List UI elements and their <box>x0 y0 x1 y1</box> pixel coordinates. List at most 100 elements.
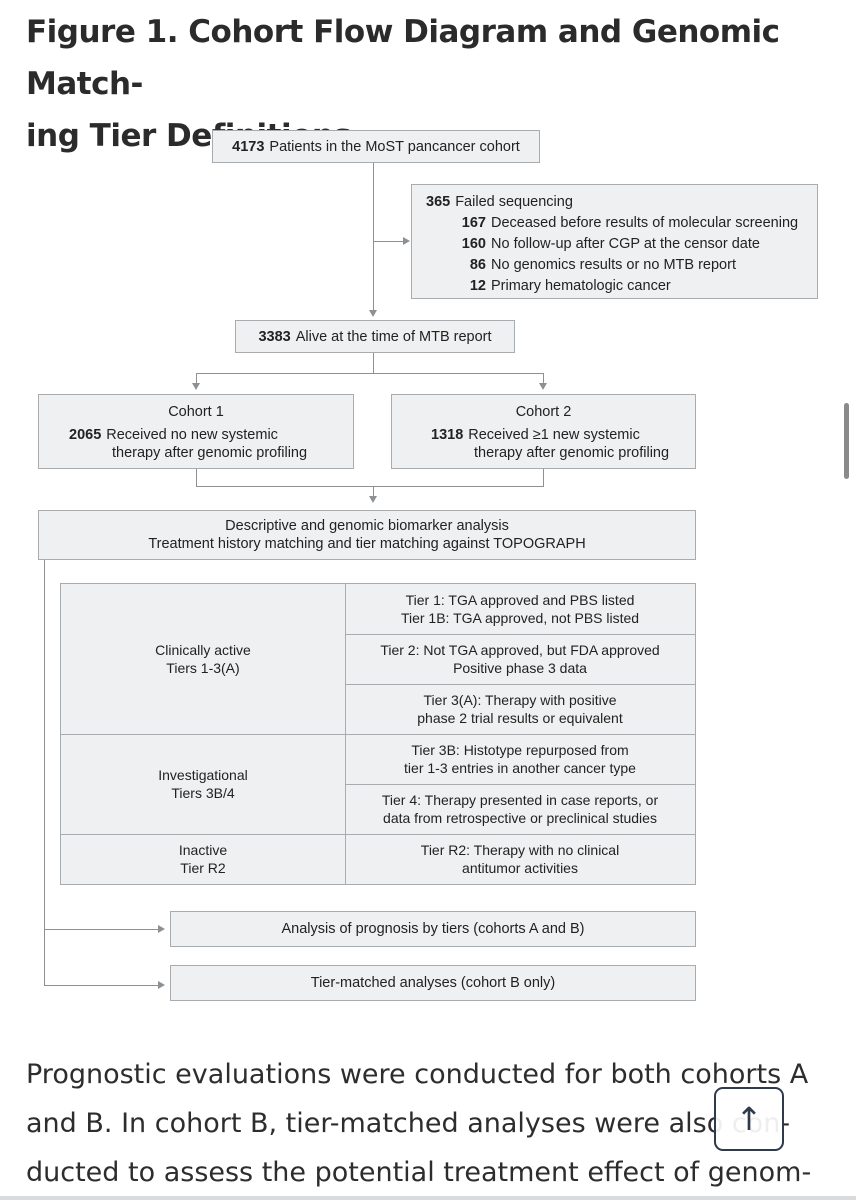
tier-definition-line: antitumor activities <box>462 860 578 876</box>
tier-definition: Tier 3(A): Therapy with positive phase 2… <box>345 684 695 734</box>
cohort1-line2: therapy after genomic profiling <box>112 445 308 461</box>
tier-group-divider <box>61 834 695 835</box>
connector-right-down <box>543 373 544 384</box>
tier-definition-line: Tier R2: Therapy with no clinical <box>420 842 620 858</box>
exclusion-item-count: 160 <box>461 236 486 252</box>
tier-definition-line: phase 2 trial results or equivalent <box>417 710 623 726</box>
exclusion-item: 160 No follow-up after CGP at the censor … <box>426 235 760 253</box>
connector-to-exclusion <box>373 241 403 242</box>
exclusion-item-label: Primary hematologic cancer <box>491 278 671 294</box>
cohort1-label: Received no new systemic <box>106 427 278 443</box>
cohort1-title: Cohort 1 <box>168 404 224 420</box>
connector-split <box>196 373 544 374</box>
scroll-to-top-button[interactable]: ↑ <box>714 1087 784 1151</box>
tier-definition: Tier 1: TGA approved and PBS listed Tier… <box>345 584 695 634</box>
alive-label: Alive at the time of MTB report <box>295 328 492 345</box>
cohort2-title: Cohort 2 <box>515 404 572 420</box>
exclusion-item: 86 No genomics results or no MTB report <box>426 256 736 274</box>
tier-row-divider <box>345 684 695 685</box>
arrow-to-exclusion <box>403 237 410 245</box>
exclusion-item-count: 86 <box>469 257 486 273</box>
tier-definition-line: tier 1-3 entries in another cancer type <box>404 760 636 776</box>
tier-definition: Tier 2: Not TGA approved, but FDA approv… <box>345 634 695 684</box>
arrow-to-alive <box>369 310 377 317</box>
tier-definition-line: Tier 3B: Histotype repurposed from <box>411 742 629 758</box>
cohort2-label: Received ≥1 new systemic <box>468 427 640 443</box>
cohort2-line2: therapy after genomic profiling <box>474 445 670 461</box>
exclusion-item-label: Deceased before results of molecular scr… <box>491 215 799 231</box>
exclusion-item-label: No follow-up after CGP at the censor dat… <box>491 236 760 252</box>
alive-count: 3383 <box>258 328 291 345</box>
connector-cohort1-up <box>196 469 197 486</box>
connector-to-outcome1 <box>44 929 161 930</box>
tier-definition-line: Tier 2: Not TGA approved, but FDA approv… <box>380 642 660 658</box>
scrollbar-thumb[interactable] <box>844 403 849 479</box>
analysis-line2: Treatment history matching and tier matc… <box>148 536 586 552</box>
tier-definition-line: Tier 1: TGA approved and PBS listed <box>405 592 635 608</box>
tier-group-range: Tier R2 <box>180 860 226 876</box>
tier-group-divider <box>61 734 695 735</box>
outcome-tier-matched-label: Tier-matched analyses (cohort B only) <box>310 975 556 991</box>
cohort-total-box: 4173 Patients in the MoST pancancer coho… <box>212 130 540 163</box>
exclusion-item: 167 Deceased before results of molecular … <box>426 214 798 232</box>
tier-definition-line: Tier 4: Therapy presented in case report… <box>381 792 659 808</box>
exclusion-item-label: No genomics results or no MTB report <box>491 257 736 273</box>
analysis-line1: Descriptive and genomic biomarker analys… <box>225 518 509 534</box>
tier-definition: Tier 4: Therapy presented in case report… <box>345 784 695 834</box>
outcome-prognosis-box: Analysis of prognosis by tiers (cohorts … <box>170 911 696 947</box>
tier-definition-line: Tier 1B: TGA approved, not PBS listed <box>400 610 640 626</box>
exclusion-item-count: 12 <box>469 278 486 294</box>
tier-definition-line: Positive phase 3 data <box>453 660 587 676</box>
tier-table: Clinically active Tiers 1-3(A) Investiga… <box>60 583 696 885</box>
tier-group-range: Tiers 1-3(A) <box>166 660 240 676</box>
exclusion-item-count: 167 <box>461 215 486 231</box>
tier-definition: Tier 3B: Histotype repurposed from tier … <box>345 734 695 784</box>
tier-group-inactive: Inactive Tier R2 <box>61 834 345 884</box>
paragraph-line: and B. In cohort B, tier-matched analyse… <box>26 1108 791 1139</box>
arrow-to-cohort2 <box>539 383 547 390</box>
exclusion-count: 365 <box>426 194 451 210</box>
connector-top-down <box>373 162 374 312</box>
tier-group-name: Clinically active <box>155 642 251 658</box>
article-paragraph: Prognostic evaluations were conducted fo… <box>26 1050 836 1197</box>
tier-group-investigational: Investigational Tiers 3B/4 <box>61 734 345 834</box>
tier-group-name: Investigational <box>158 767 248 783</box>
cohort1-count: 2065 <box>69 427 102 443</box>
outcome-prognosis-label: Analysis of prognosis by tiers (cohorts … <box>281 921 585 937</box>
tier-definition-line: Tier 3(A): Therapy with positive <box>423 692 617 708</box>
cohort-total-count: 4173 <box>232 138 265 155</box>
tier-definition: Tier R2: Therapy with no clinical antitu… <box>345 834 695 884</box>
exclusion-label: Failed sequencing <box>455 194 573 210</box>
connector-cohort2-up <box>543 469 544 486</box>
tier-group-name: Inactive <box>178 842 228 858</box>
tier-group-clinically-active: Clinically active Tiers 1-3(A) <box>61 584 345 734</box>
connector-to-outcome2 <box>44 985 161 986</box>
exclusion-item: 12 Primary hematologic cancer <box>426 277 671 295</box>
arrow-to-cohort1 <box>192 383 200 390</box>
figure-title-line-1: Figure 1. Cohort Flow Diagram and Genomi… <box>26 14 780 102</box>
connector-alive-down <box>373 352 374 373</box>
arrow-to-analysis <box>369 496 377 503</box>
bottom-divider <box>0 1196 856 1200</box>
tier-definition-line: data from retrospective or preclinical s… <box>383 810 657 826</box>
cohort2-count: 1318 <box>431 427 464 443</box>
connector-left-down <box>196 373 197 384</box>
paragraph-line: Prognostic evaluations were conducted fo… <box>26 1059 809 1090</box>
connector-left-rail <box>44 559 45 986</box>
alive-box: 3383 Alive at the time of MTB report <box>235 320 515 353</box>
arrow-up-icon: ↑ <box>735 1100 763 1138</box>
connector-merge <box>196 486 544 487</box>
outcome-tier-matched-box: Tier-matched analyses (cohort B only) <box>170 965 696 1001</box>
cohort-total-label: Patients in the MoST pancancer cohort <box>269 138 520 155</box>
tier-group-range: Tiers 3B/4 <box>171 785 235 801</box>
analysis-box: Descriptive and genomic biomarker analys… <box>38 510 696 560</box>
arrow-to-outcome2 <box>158 981 165 989</box>
connector-merge-down <box>373 486 374 496</box>
tier-row-divider <box>345 784 695 785</box>
